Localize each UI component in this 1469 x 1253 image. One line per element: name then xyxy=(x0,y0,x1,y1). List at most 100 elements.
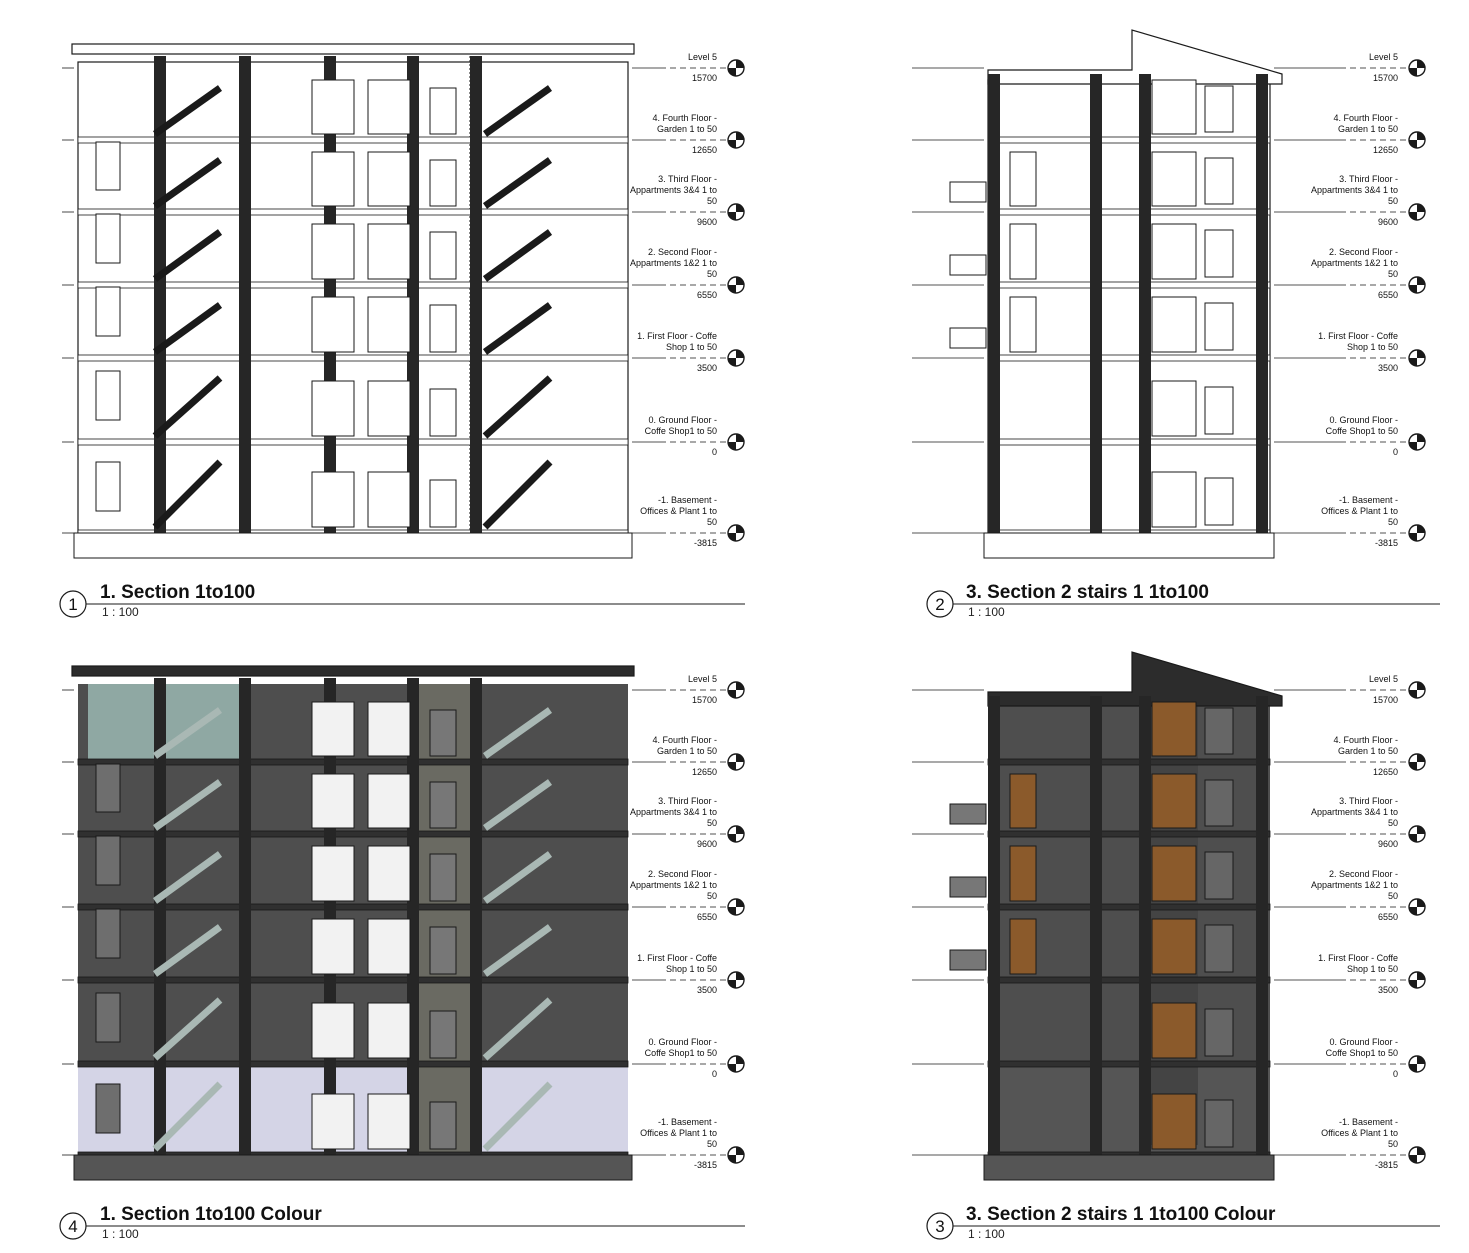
stair-flight xyxy=(152,302,223,355)
structural-column xyxy=(1256,74,1268,537)
level-name: Coffe Shop1 to 50 xyxy=(645,1048,717,1058)
glazed-partition xyxy=(367,918,411,975)
level-marker-quadrant xyxy=(1409,140,1417,148)
floor-slab xyxy=(987,354,1271,362)
level-marker-quadrant xyxy=(1417,1147,1425,1155)
level-elevation: 6550 xyxy=(697,912,717,922)
stair-flight xyxy=(482,707,553,759)
stair-flight xyxy=(482,1081,553,1152)
level-marker-quadrant xyxy=(1417,204,1425,212)
level-name: 50 xyxy=(1388,269,1398,279)
structural-column xyxy=(470,56,482,537)
level-marker-quadrant xyxy=(1409,533,1417,541)
stair-flight xyxy=(482,229,553,282)
stair-flight xyxy=(152,229,223,282)
structural-column xyxy=(1139,74,1151,537)
window xyxy=(95,286,121,337)
level-name: Level 5 xyxy=(1369,674,1398,684)
window xyxy=(95,835,121,886)
level-name: 2. Second Floor - xyxy=(648,869,717,879)
stair-flight xyxy=(482,851,553,904)
view-number: 2 xyxy=(935,595,944,614)
level-elevation: 6550 xyxy=(1378,290,1398,300)
level-elevation: 9600 xyxy=(697,839,717,849)
view-title: 1. Section 1to100 Colour xyxy=(100,1204,322,1225)
level-name: Coffe Shop1 to 50 xyxy=(645,426,717,436)
door xyxy=(429,388,457,437)
floor-slab xyxy=(987,136,1271,144)
door xyxy=(1151,918,1197,975)
floor-slab xyxy=(77,976,629,984)
building-section xyxy=(949,29,1283,559)
balcony xyxy=(949,327,987,349)
level-marker-quadrant xyxy=(728,212,736,220)
floor-slab xyxy=(77,1060,629,1068)
stair-flight xyxy=(152,924,223,977)
window xyxy=(95,461,121,512)
level-tag: 2. Second Floor -Appartments 1&2 1 to506… xyxy=(62,869,745,922)
level-name: 50 xyxy=(1388,891,1398,901)
door xyxy=(429,304,457,353)
level-name: -1. Basement - xyxy=(658,495,717,505)
window xyxy=(95,1083,121,1134)
foundation xyxy=(983,532,1275,559)
glazed-partition xyxy=(367,471,411,528)
window xyxy=(1204,1008,1234,1057)
door xyxy=(429,709,457,757)
door xyxy=(1151,773,1197,829)
level-name: 50 xyxy=(1388,196,1398,206)
level-elevation: 12650 xyxy=(692,145,717,155)
roof-slab xyxy=(71,665,635,677)
level-elevation: -3815 xyxy=(1375,1160,1398,1170)
stair-flight xyxy=(482,302,553,355)
window xyxy=(1204,477,1234,526)
door xyxy=(429,1101,457,1150)
door xyxy=(429,781,457,829)
stair-flight xyxy=(152,375,223,439)
level-name: -1. Basement - xyxy=(658,1117,717,1127)
glazed-partition xyxy=(311,1002,355,1059)
level-name: Coffe Shop1 to 50 xyxy=(1326,1048,1398,1058)
level-name: Appartments 3&4 1 to xyxy=(1311,185,1398,195)
floor-slab xyxy=(987,976,1271,984)
level-marker-quadrant xyxy=(736,277,744,285)
level-name: 50 xyxy=(1388,818,1398,828)
level-elevation: 9600 xyxy=(1378,839,1398,849)
level-name: 0. Ground Floor - xyxy=(1329,415,1398,425)
level-marker-quadrant xyxy=(1409,690,1417,698)
door xyxy=(1151,380,1197,437)
pitched-roof xyxy=(987,651,1283,707)
window xyxy=(1204,779,1234,827)
level-tag: 2. Second Floor -Appartments 1&2 1 to506… xyxy=(62,247,745,300)
floor-slab xyxy=(77,208,629,216)
door xyxy=(429,853,457,902)
floor-slab xyxy=(987,903,1271,911)
door xyxy=(429,479,457,528)
level-elevation: 0 xyxy=(712,447,717,457)
stair-flight xyxy=(152,157,223,209)
level-marker-quadrant xyxy=(1409,442,1417,450)
level-name: Garden 1 to 50 xyxy=(1338,124,1398,134)
level-marker-quadrant xyxy=(728,834,736,842)
structural-column xyxy=(1090,74,1102,537)
floor-slab xyxy=(77,354,629,362)
level-marker-quadrant xyxy=(736,826,744,834)
floor-slab xyxy=(77,136,629,144)
window xyxy=(95,992,121,1043)
building-section xyxy=(949,651,1283,1181)
building-section xyxy=(71,665,635,1181)
level-name: Shop 1 to 50 xyxy=(666,342,717,352)
glazed-partition xyxy=(367,773,411,829)
window xyxy=(95,213,121,264)
level-marker-quadrant xyxy=(728,762,736,770)
level-name: Appartments 1&2 1 to xyxy=(630,880,717,890)
